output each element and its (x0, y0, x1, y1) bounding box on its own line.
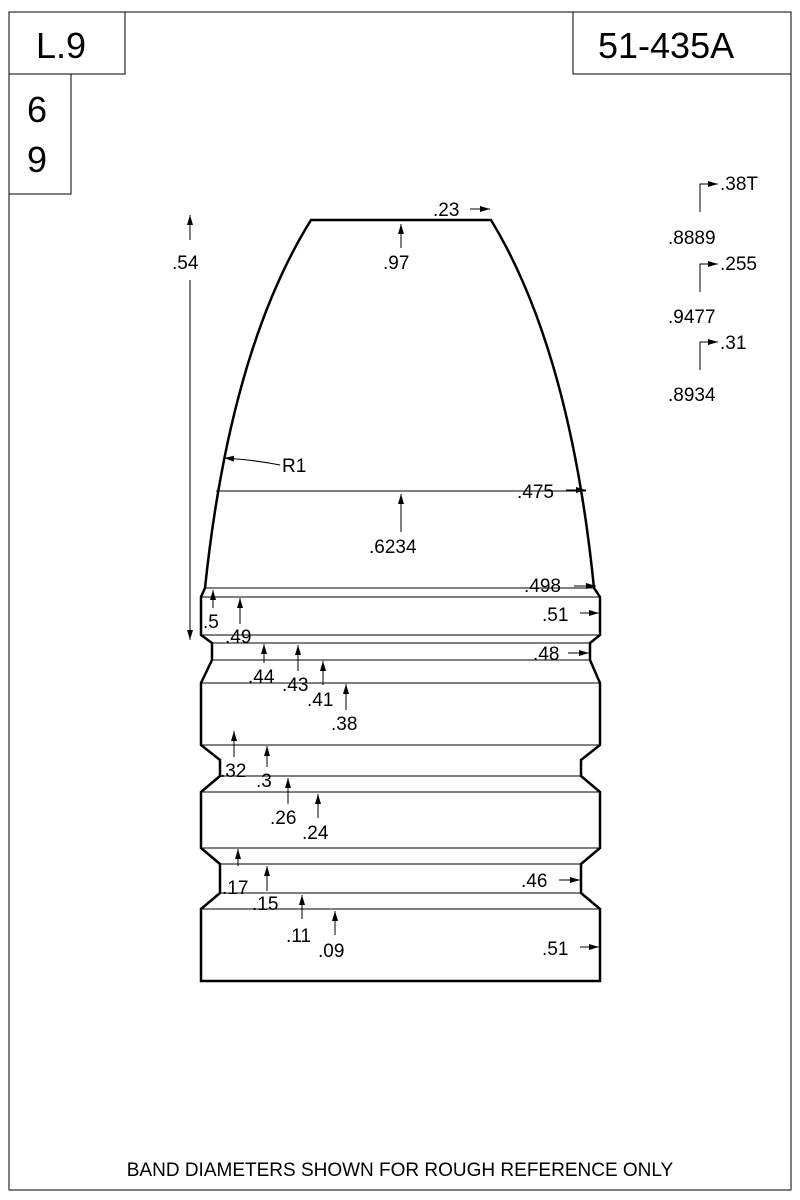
box-line-1: 6 (27, 89, 47, 130)
dim-h44: .44 (248, 667, 275, 688)
dim-46: .46 (521, 871, 547, 892)
dim-48: .48 (533, 644, 559, 665)
dim-h49: .49 (225, 627, 251, 648)
dim-radius: R1 (282, 456, 306, 477)
note-9477: .9477 (668, 307, 716, 328)
band-lines (201, 490, 600, 910)
dim-h5: .5 (203, 612, 219, 633)
dim-498: .498 (524, 576, 561, 597)
dim-h32: .32 (220, 761, 246, 782)
dim-h17: .17 (222, 878, 248, 899)
part-number: 51-435A (598, 25, 734, 66)
dim-h24: .24 (302, 823, 329, 844)
bullet-profile (199, 218, 602, 983)
dim-h3: .3 (256, 771, 272, 792)
dim-overall: .54 (172, 253, 199, 274)
dim-h11: .11 (286, 926, 311, 947)
dim-51-top: .51 (542, 605, 568, 626)
drawing-frame (8, 11, 792, 1191)
footer-note: BAND DIAMETERS SHOWN FOR ROUGH REFERENCE… (127, 1160, 674, 1181)
dim-ogive-length: .6234 (369, 537, 417, 558)
dim-h38: .38 (331, 714, 357, 735)
number-box (8, 73, 72, 195)
dim-meplat: .97 (383, 253, 409, 274)
note-8889: .8889 (668, 228, 716, 249)
dim-h26: .26 (270, 808, 296, 829)
left-code: L.9 (36, 25, 86, 66)
dim-51-bottom: .51 (542, 939, 568, 960)
dimension-arrows (187, 181, 718, 950)
dim-h15: .15 (252, 894, 278, 915)
dim-top: .23 (433, 200, 459, 221)
box-line-2: 9 (27, 139, 47, 180)
note-31: .31 (720, 333, 746, 354)
right-code-box (572, 11, 792, 75)
dim-h09: .09 (318, 941, 344, 962)
note-8934: .8934 (668, 385, 716, 406)
note-255: .255 (720, 254, 757, 275)
note-38t: .38T (720, 174, 758, 195)
dim-ogive-end: .475 (517, 482, 554, 503)
dim-h41: .41 (307, 690, 333, 711)
dim-h43: .43 (282, 675, 308, 696)
